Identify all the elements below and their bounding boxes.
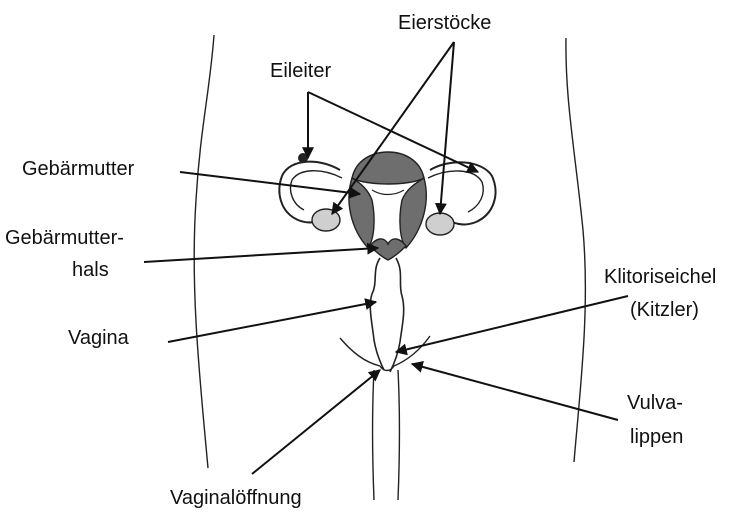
label-clitoris-line1: Klitoriseichel — [604, 265, 716, 289]
leg-inner-left — [373, 370, 375, 500]
fallopian-tube-right-inner — [428, 171, 483, 212]
arrow-ovaries-right — [440, 42, 454, 214]
label-vaginal-opening: Vaginalöffnung — [170, 486, 302, 510]
arrow-vaginal-opening — [252, 370, 380, 474]
ovary-right — [426, 213, 454, 235]
label-cervix-line2: hals — [72, 258, 109, 282]
label-vagina: Vagina — [68, 326, 129, 350]
vagina-left-wall — [370, 258, 384, 370]
vagina-right-wall — [390, 258, 404, 372]
uterus-wall-right — [400, 178, 426, 248]
arrow-cervix — [144, 248, 378, 262]
arrow-ovaries-left — [332, 42, 454, 214]
arrow-clitoris — [396, 296, 628, 352]
arrow-labia — [412, 364, 618, 420]
arrow-vagina — [168, 302, 376, 342]
arrow-uterus — [180, 172, 360, 194]
label-fallopian-tubes: Eileiter — [270, 59, 331, 83]
body-outline-left — [194, 35, 214, 468]
uterus-cavity — [372, 190, 404, 195]
label-uterus: Gebärmutter — [22, 157, 134, 181]
body-outline-right — [566, 38, 585, 462]
ovary-left — [312, 209, 340, 231]
uterus-wall-left — [349, 178, 374, 248]
uterus-fundus — [352, 152, 424, 184]
label-ovaries: Eierstöcke — [398, 11, 491, 35]
label-labia-line1: Vulva- — [627, 391, 683, 415]
label-cervix-line1: Gebärmutter- — [5, 226, 124, 250]
label-clitoris-line2: (Kitzler) — [630, 298, 699, 322]
leg-inner-right — [398, 370, 400, 500]
cervix — [370, 239, 406, 260]
label-labia-line2: lippen — [630, 425, 683, 449]
